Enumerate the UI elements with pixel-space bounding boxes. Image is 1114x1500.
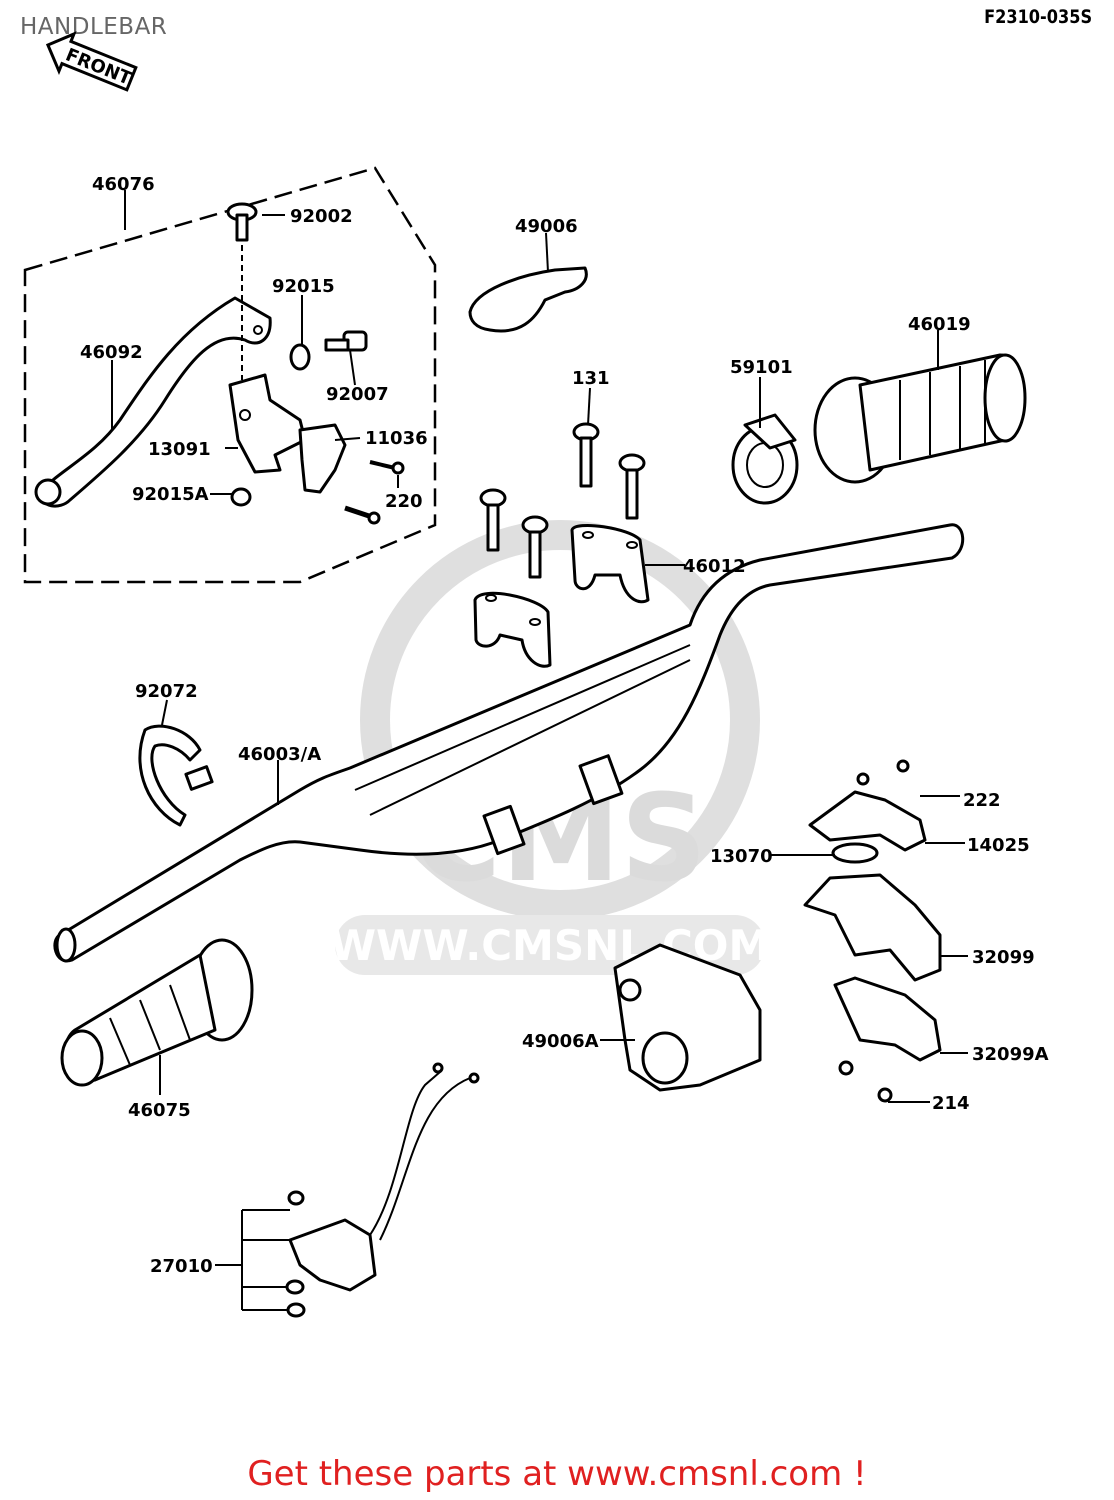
left-grip bbox=[60, 938, 254, 1087]
callout-49006a: 49006A bbox=[522, 1031, 599, 1052]
throttle-housing-cover bbox=[808, 759, 927, 864]
callout-92007: 92007 bbox=[326, 384, 389, 405]
callout-46075: 46075 bbox=[128, 1100, 191, 1121]
callout-14025: 14025 bbox=[967, 835, 1030, 856]
watermark-ring bbox=[360, 520, 760, 920]
callout-32099: 32099 bbox=[972, 947, 1035, 968]
leader-lines bbox=[111, 190, 968, 1311]
handlebar-holder-upper-right bbox=[570, 523, 650, 604]
bolts-131 bbox=[479, 422, 646, 579]
callout-214: 214 bbox=[932, 1093, 970, 1114]
callout-49006: 49006 bbox=[515, 216, 578, 237]
callout-labels: 46076 92002 92015 46092 92007 13091 1103… bbox=[80, 174, 1049, 1277]
callout-13070: 13070 bbox=[710, 846, 773, 867]
right-grip bbox=[813, 353, 1027, 484]
washer-92015 bbox=[289, 343, 311, 371]
lever-holder bbox=[228, 373, 347, 494]
callout-92072: 92072 bbox=[135, 681, 198, 702]
callout-92002: 92002 bbox=[290, 206, 353, 227]
front-arrow-shape bbox=[45, 31, 138, 92]
callout-32099a: 32099A bbox=[972, 1044, 1049, 1065]
clamp-band bbox=[138, 724, 214, 827]
screw-220 bbox=[344, 460, 405, 525]
callout-46003a: 46003/A bbox=[238, 744, 321, 765]
adjuster-92007 bbox=[324, 330, 368, 352]
callout-222: 222 bbox=[963, 790, 1001, 811]
throttle-case-49006a bbox=[613, 943, 762, 1092]
callout-46076: 46076 bbox=[92, 174, 155, 195]
callout-11036: 11036 bbox=[365, 428, 428, 449]
clutch-lever bbox=[34, 296, 272, 508]
callout-46019: 46019 bbox=[908, 314, 971, 335]
throttle-housing-32099 bbox=[803, 873, 942, 982]
callout-131: 131 bbox=[572, 368, 610, 389]
footer-link[interactable]: Get these parts at www.cmsnl.com ! bbox=[247, 1454, 867, 1494]
callout-13091: 13091 bbox=[148, 439, 211, 460]
callout-220: 220 bbox=[385, 491, 423, 512]
callout-27010: 27010 bbox=[150, 1256, 213, 1277]
callout-92015a: 92015A bbox=[132, 484, 209, 505]
page-title: HANDLEBAR bbox=[20, 14, 168, 40]
engine-stop-switch bbox=[285, 1062, 480, 1318]
diagram-code: F2310-035S bbox=[983, 6, 1092, 28]
handlebar bbox=[53, 523, 965, 963]
throttle-cover-49006 bbox=[468, 266, 588, 333]
callout-46092: 46092 bbox=[80, 342, 143, 363]
callout-59101: 59101 bbox=[730, 357, 793, 378]
lever-assembly-box bbox=[23, 166, 437, 584]
throttle-pulley bbox=[731, 413, 799, 505]
bolt-92002 bbox=[226, 202, 258, 380]
callout-92015: 92015 bbox=[272, 276, 335, 297]
throttle-housing-32099a bbox=[833, 976, 942, 1103]
front-arrow: FRONT bbox=[45, 31, 138, 92]
handlebar-holder-upper-left bbox=[473, 591, 552, 668]
callout-46012: 46012 bbox=[683, 556, 746, 577]
nut-92015a bbox=[230, 487, 252, 507]
